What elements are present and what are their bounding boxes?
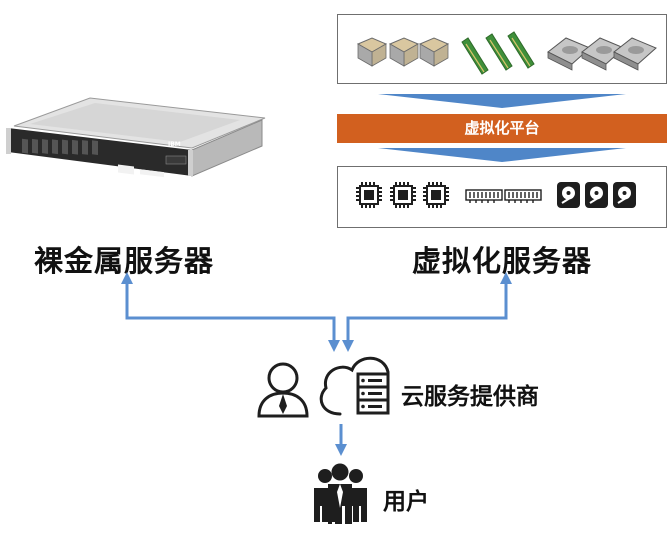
bare-metal-connector bbox=[125, 282, 336, 344]
server-brand-badge: IBM bbox=[168, 141, 181, 148]
provider-right-arrowhead bbox=[342, 340, 354, 352]
server-stack-icon bbox=[356, 372, 390, 415]
upper-wedge-arrow bbox=[378, 94, 626, 108]
users-label: 用户 bbox=[383, 489, 429, 515]
lower-wedge-arrow bbox=[378, 148, 626, 162]
user-arrowhead bbox=[335, 444, 347, 456]
virtual-resources-box bbox=[337, 166, 667, 228]
virtual-server-label: 虚拟化服务器 bbox=[412, 244, 593, 278]
virtualization-platform-bar: 虚拟化平台 bbox=[337, 114, 667, 143]
physical-hardware-box bbox=[337, 14, 667, 84]
cloud-icon bbox=[319, 356, 390, 416]
virtual-server-connector bbox=[346, 282, 508, 344]
bare-metal-server-label: 裸金属服务器 bbox=[34, 244, 215, 278]
person-icon bbox=[257, 362, 309, 418]
provider-left-arrowhead bbox=[328, 340, 340, 352]
cloud-provider-label: 云服务提供商 bbox=[401, 384, 539, 410]
